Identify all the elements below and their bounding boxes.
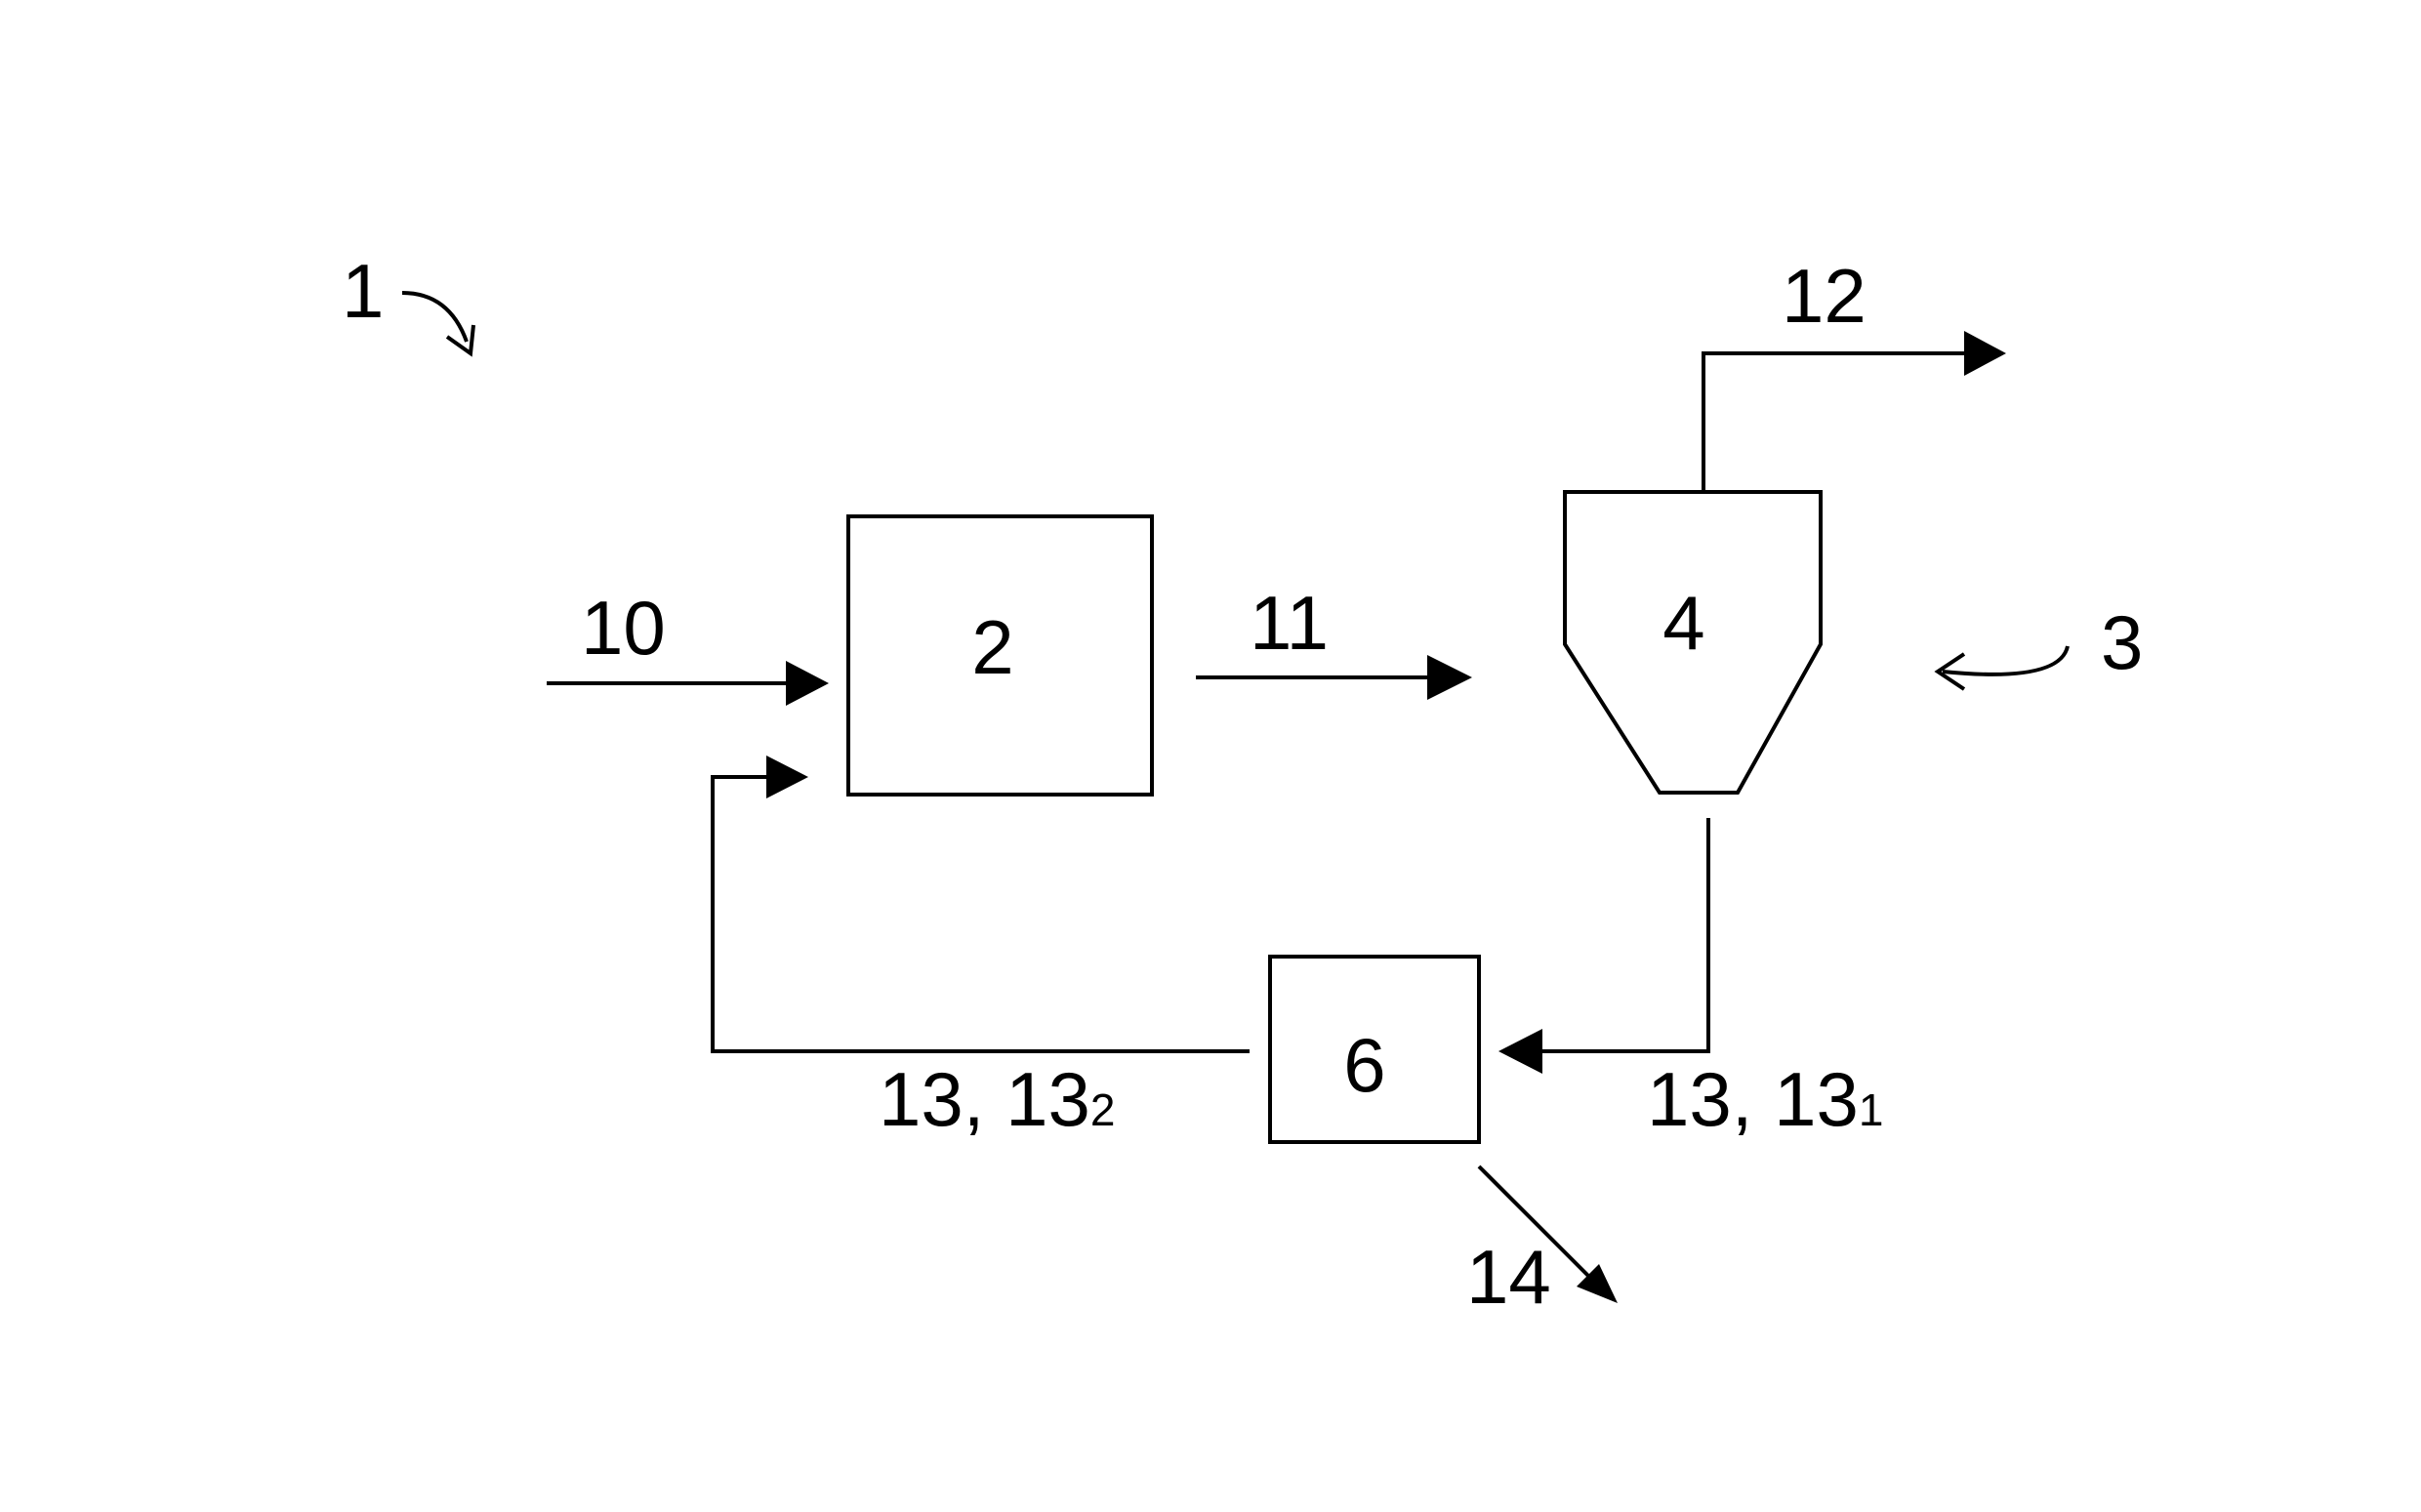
label-stream-13-1: 13, 131	[1647, 1056, 1883, 1142]
label-unit-6: 6	[1343, 1022, 1385, 1108]
label-stream-10: 10	[581, 585, 666, 671]
label-stream-12: 12	[1782, 253, 1867, 339]
label-stream-13-2: 13, 132	[879, 1056, 1115, 1142]
label-unit-2: 2	[971, 604, 1013, 690]
stream-13-1-arrowhead	[1498, 1029, 1542, 1074]
label-system-1: 1	[342, 248, 384, 334]
label-stream-11: 11	[1250, 580, 1329, 666]
stream-12-arrowhead	[1964, 331, 2006, 376]
label-stream-13-2-sub: 2	[1090, 1084, 1116, 1135]
label-stream-14: 14	[1466, 1234, 1551, 1320]
stream-13-2-arrowhead	[766, 756, 808, 798]
label-stream-13-1-sub: 1	[1859, 1084, 1884, 1135]
stream-11-arrowhead	[1427, 655, 1472, 700]
group-3-pointer-curve	[1943, 646, 2068, 674]
label-unit-group-3: 3	[2101, 599, 2143, 685]
stream-12-line	[1703, 353, 1972, 492]
label-stream-13-2-main: 13, 13	[879, 1056, 1090, 1142]
stream-10-arrowhead	[786, 661, 829, 706]
stream-13-2-line	[713, 777, 1250, 1051]
label-unit-4: 4	[1662, 580, 1704, 666]
label-stream-13-1-main: 13, 13	[1647, 1056, 1859, 1142]
system-pointer-curve	[402, 293, 467, 342]
stream-13-1-line	[1533, 818, 1708, 1051]
